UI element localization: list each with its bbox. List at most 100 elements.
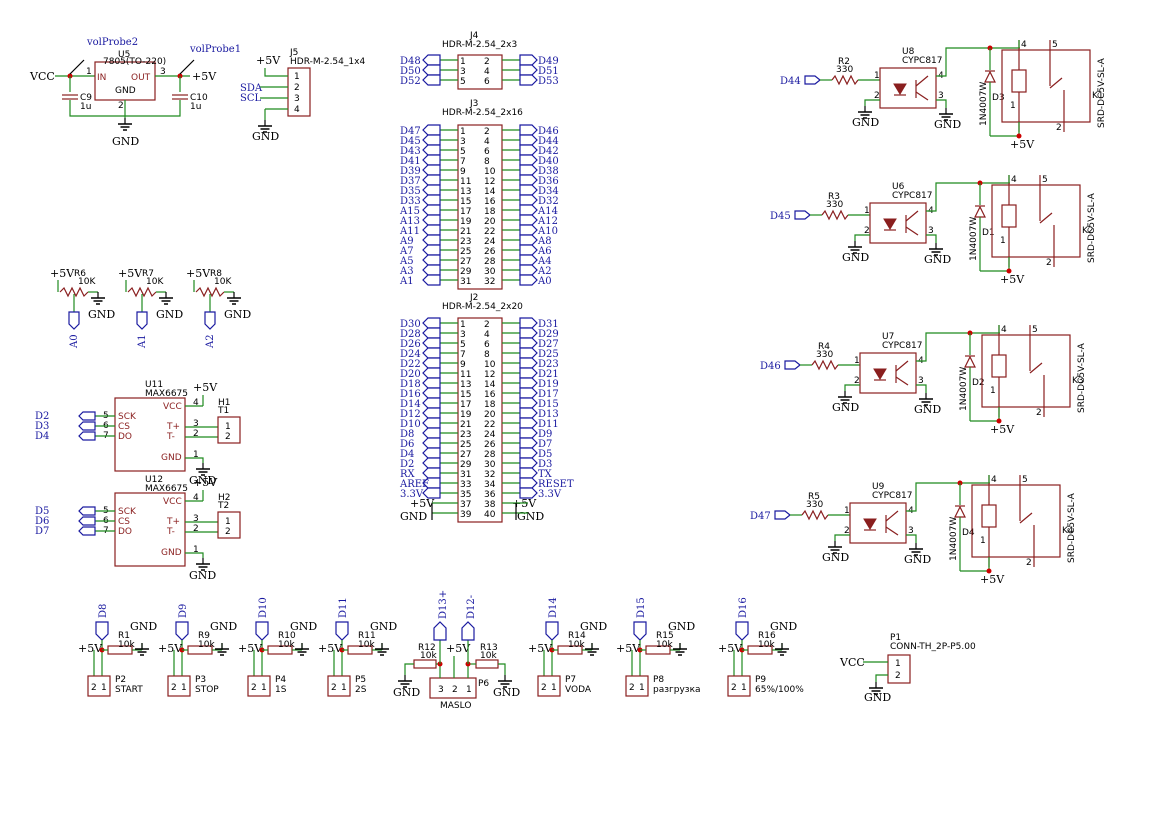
j3-lnum: 13 xyxy=(460,187,471,197)
u5-pin2: 2 xyxy=(118,101,124,111)
j3-right-net: A2 xyxy=(537,266,552,277)
j3-right-net: A10 xyxy=(537,226,558,237)
j3-lnum: 9 xyxy=(460,167,466,177)
j2-rnum: 12 xyxy=(484,370,495,380)
j5-sda: SDA xyxy=(240,83,263,94)
j2-rnum: 32 xyxy=(484,470,495,480)
j3-rnum: 2 xyxy=(484,127,490,137)
max-vcc: VCC xyxy=(163,402,182,412)
pot-5v: +5V xyxy=(118,267,143,280)
diode-ref: D4 xyxy=(962,528,975,538)
j5-ref: J5 xyxy=(289,48,298,58)
j2-left-net: D28 xyxy=(400,329,421,340)
button-net: D15 xyxy=(636,597,647,618)
button-gnd: GND xyxy=(130,620,157,633)
j2-lnum: 19 xyxy=(460,410,472,420)
button-gnd: GND xyxy=(580,620,607,633)
j3-rnum: 10 xyxy=(484,167,496,177)
j3-right-net: A14 xyxy=(537,206,558,217)
opto-gnd2: GND xyxy=(934,118,961,131)
svg-text:1: 1 xyxy=(294,72,300,82)
max-tm: T- xyxy=(166,527,175,537)
button-r-value: 10k xyxy=(278,640,295,650)
maslo-net-b: D12- xyxy=(466,595,477,619)
j4-lnum: 1 xyxy=(460,57,466,67)
button-net: D14 xyxy=(548,597,559,618)
svg-text:1: 1 xyxy=(864,206,870,216)
button-gnd: GND xyxy=(210,620,237,633)
button-5v: +5V xyxy=(158,642,183,655)
relay-5v: +5V xyxy=(980,573,1005,586)
j2-left-net: D6 xyxy=(400,439,414,450)
u5-value: 7805(TO-220) xyxy=(103,57,166,67)
j2-rnum: 40 xyxy=(484,510,496,520)
svg-text:4: 4 xyxy=(193,398,199,408)
max-ref: U11 xyxy=(145,380,163,390)
j2-right-net: D31 xyxy=(538,319,559,330)
svg-text:1: 1 xyxy=(466,685,472,695)
j3-lnum: 27 xyxy=(460,257,471,267)
opto-value: CYPC817 xyxy=(892,191,933,201)
svg-text:1: 1 xyxy=(551,683,557,693)
relay-ref: K1 xyxy=(1092,91,1104,101)
j4-left-net: D48 xyxy=(400,56,421,67)
j3-rnum: 12 xyxy=(484,177,495,187)
j2-right-net: D21 xyxy=(538,369,559,380)
j2-lnum: 17 xyxy=(460,400,471,410)
max-vcc: VCC xyxy=(163,497,182,507)
j3-right-net: A6 xyxy=(537,246,552,257)
svg-text:GND: GND xyxy=(864,691,891,704)
button-r-value: 10k xyxy=(358,640,375,650)
j2-lnum: 27 xyxy=(460,450,471,460)
j5-value: HDR-M-2.54_1x4 xyxy=(290,57,365,67)
svg-text:+5V: +5V xyxy=(256,54,281,67)
relay-5v: +5V xyxy=(1010,138,1035,151)
j2-lnum: 9 xyxy=(460,360,466,370)
thermo-t: T1 xyxy=(217,406,229,416)
j3-left-net: D37 xyxy=(400,176,421,187)
button-5v: +5V xyxy=(238,642,263,655)
svg-text:2: 2 xyxy=(251,683,257,693)
j3-rnum: 32 xyxy=(484,277,495,287)
svg-text:2: 2 xyxy=(294,83,300,93)
pot-net: A0 xyxy=(69,334,80,349)
j3-lnum: 3 xyxy=(460,137,466,147)
j2-left-net: D24 xyxy=(400,349,421,360)
j3-lnum: 11 xyxy=(460,177,471,187)
j2-lnum: 39 xyxy=(460,510,472,520)
j3-rnum: 18 xyxy=(484,207,496,217)
j3-lnum: 17 xyxy=(460,207,471,217)
max-tp: T+ xyxy=(166,517,180,527)
button-net: D8 xyxy=(98,604,109,618)
j4-left-net: D50 xyxy=(400,66,421,77)
button-r-ref: R11 xyxy=(358,631,376,641)
opto-gnd2: GND xyxy=(924,253,951,266)
maslo-label: MASLO xyxy=(440,701,471,711)
button-net: D9 xyxy=(178,604,189,618)
button-ref: P8 xyxy=(653,675,664,685)
pot-5v: +5V xyxy=(50,267,75,280)
button-label: 2S xyxy=(355,685,367,695)
button-label: 1S xyxy=(275,685,287,695)
j2-right-net: D27 xyxy=(538,339,559,350)
vcc-label: VCC xyxy=(29,70,55,83)
button-r-value: 10k xyxy=(568,640,585,650)
j2-lnum: 15 xyxy=(460,390,471,400)
button-gnd: GND xyxy=(668,620,695,633)
j2-lnum: 11 xyxy=(460,370,471,380)
j3-value: HDR-M-2.54_2x16 xyxy=(442,108,523,118)
j2-5v-left: +5V xyxy=(410,497,435,510)
j2-left-net: D4 xyxy=(400,449,414,460)
svg-text:2: 2 xyxy=(193,429,199,439)
svg-text:2: 2 xyxy=(629,683,635,693)
j3-rnum: 26 xyxy=(484,247,496,257)
j3-left-net: D33 xyxy=(400,196,421,207)
j2-left-net: D22 xyxy=(400,359,421,370)
pot-5v: +5V xyxy=(186,267,211,280)
svg-text:4: 4 xyxy=(1021,40,1027,50)
max-cs: CS xyxy=(118,517,130,527)
svg-text:R13: R13 xyxy=(480,643,498,653)
